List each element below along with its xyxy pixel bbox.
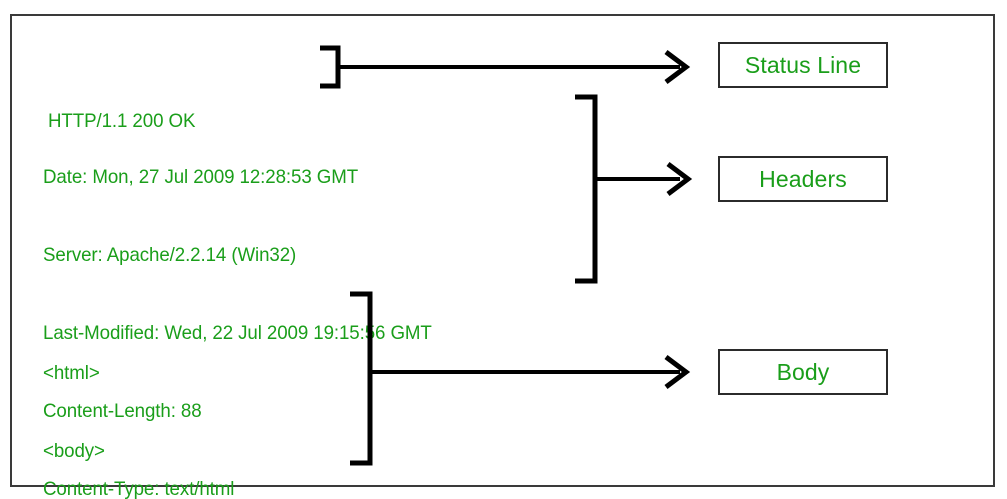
body-bracket-icon — [350, 291, 373, 466]
body-connector — [348, 291, 708, 466]
arrowhead-icon — [664, 50, 691, 84]
label-box-body: Body — [718, 349, 888, 395]
headers-bracket-icon — [575, 94, 598, 284]
label-box-headers-text: Headers — [759, 165, 847, 192]
header-row-content-length: Content-Length: 88 — [43, 400, 202, 422]
body-row-body-open: <body> — [43, 440, 105, 462]
header-row-date: Date: Mon, 27 Jul 2009 12:28:53 GMT — [43, 166, 359, 188]
arrowhead-icon — [664, 355, 691, 389]
label-box-headers: Headers — [718, 156, 888, 202]
arrowhead-icon — [666, 162, 693, 196]
label-box-body-text: Body — [776, 358, 830, 385]
label-box-status-line: Status Line — [718, 42, 888, 88]
body-row-html-open: <html> — [43, 362, 100, 384]
header-row-last-modified: Last-Modified: Wed, 22 Jul 2009 19:15:56… — [43, 322, 432, 344]
status-line-row: HTTP/1.1 200 OK — [48, 110, 196, 132]
header-row-server: Server: Apache/2.2.14 (Win32) — [43, 244, 297, 266]
headers-text-block: Date: Mon, 27 Jul 2009 12:28:53 GMT Serv… — [43, 112, 432, 499]
status-line-bracket-icon — [320, 45, 341, 89]
label-box-status-line-text: Status Line — [744, 51, 862, 78]
body-text-block: <html> <body> <h1>Hello, World!</h1> </b… — [43, 308, 238, 499]
figure-frame — [10, 14, 995, 487]
status-line-connector — [318, 44, 708, 90]
header-row-content-type: Content-Type: text/html — [43, 478, 235, 499]
headers-connector — [573, 94, 708, 284]
status-line-text-block: HTTP/1.1 200 OK — [48, 56, 195, 186]
